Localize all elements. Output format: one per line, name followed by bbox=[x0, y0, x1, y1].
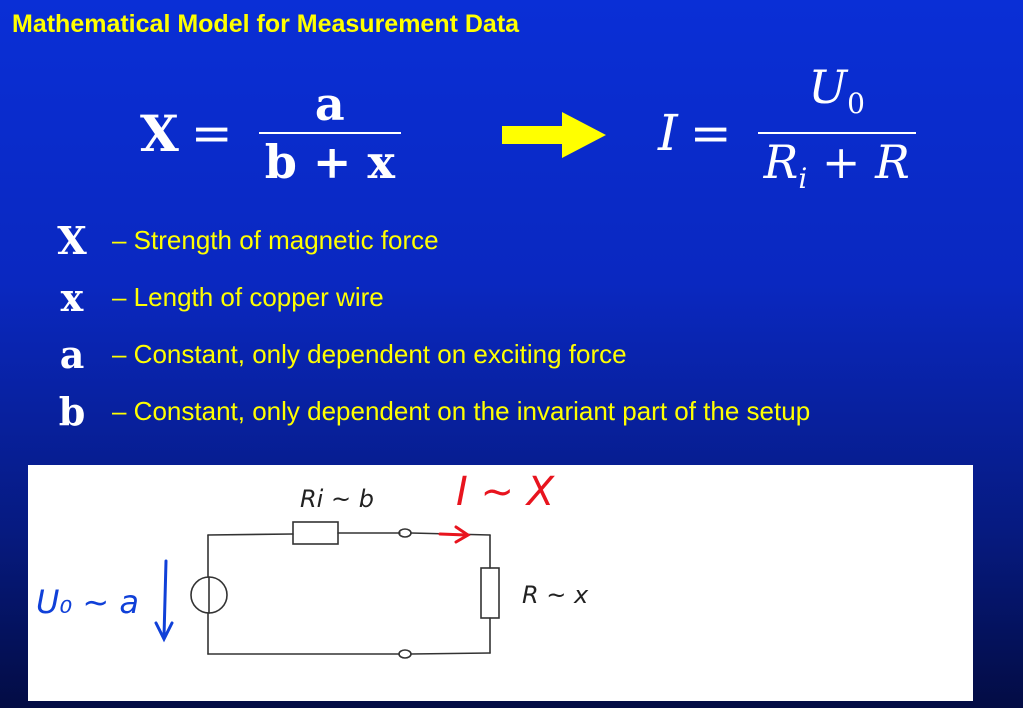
resistor-r-label: R ~ x bbox=[522, 581, 589, 609]
equation-left: X = a b + x bbox=[140, 68, 401, 198]
right-arrow-icon bbox=[502, 112, 606, 158]
numerator-sub: 0 bbox=[847, 87, 865, 120]
denominator-rest: + R bbox=[807, 135, 910, 189]
equation-right-numerator: U0 bbox=[802, 59, 871, 132]
equation-right: I = U0 Ri + R bbox=[658, 60, 916, 198]
circuit-diagram-panel: Ri ~ b I ~ X R ~ x U₀ ~ a bbox=[28, 465, 973, 701]
equation-right-lhs: I bbox=[658, 104, 678, 162]
denominator-base: R bbox=[763, 135, 799, 189]
definition-text: – Constant, only dependent on the invari… bbox=[112, 396, 811, 426]
current-label: I ~ X bbox=[456, 469, 556, 515]
definition-text: – Length of copper wire bbox=[112, 282, 384, 312]
wire-top-left bbox=[207, 533, 294, 536]
denominator-sub: i bbox=[798, 162, 808, 196]
equation-left-equals: = bbox=[190, 104, 233, 162]
definition-text: – Constant, only dependent on exciting f… bbox=[112, 339, 627, 369]
resistor-ri-label: Ri ~ b bbox=[300, 485, 374, 513]
equation-right-equals: = bbox=[689, 104, 732, 162]
terminal-bottom bbox=[398, 649, 412, 659]
resistor-ri bbox=[292, 521, 339, 545]
equation-left-numerator: a bbox=[314, 77, 345, 131]
definition-symbol: b bbox=[58, 389, 86, 434]
wire-bottom-right bbox=[410, 652, 491, 655]
fraction-bar bbox=[757, 132, 916, 134]
definition-symbol: X bbox=[57, 218, 87, 263]
voltage-arrow-icon bbox=[154, 559, 174, 643]
definitions-list: X – Strength of magnetic force x – Lengt… bbox=[40, 212, 810, 440]
current-arrow-icon bbox=[438, 525, 471, 544]
list-item: a – Constant, only dependent on exciting… bbox=[40, 326, 810, 383]
page-title: Mathematical Model for Measurement Data bbox=[12, 10, 520, 38]
equation-right-fraction: U0 Ri + R bbox=[757, 59, 916, 207]
definition-symbol: x bbox=[60, 275, 84, 320]
resistor-r bbox=[480, 567, 500, 619]
definition-text: – Strength of magnetic force bbox=[112, 225, 439, 255]
circuit-diagram: Ri ~ b I ~ X R ~ x U₀ ~ a bbox=[36, 469, 589, 659]
equation-left-fraction: a b + x bbox=[258, 76, 401, 190]
numerator-base: U bbox=[808, 59, 848, 114]
list-item: X – Strength of magnetic force bbox=[40, 212, 810, 269]
equation-left-lhs: X bbox=[140, 103, 179, 163]
fraction-bar bbox=[258, 132, 401, 134]
list-item: b – Constant, only dependent on the inva… bbox=[40, 383, 810, 440]
list-item: x – Length of copper wire bbox=[40, 269, 810, 326]
definition-symbol: a bbox=[59, 332, 85, 377]
arrow-shape bbox=[502, 112, 606, 158]
voltage-label: U₀ ~ a bbox=[36, 583, 139, 621]
equation-right-denominator: Ri + R bbox=[758, 134, 916, 207]
equation-left-denominator: b + x bbox=[264, 135, 395, 189]
